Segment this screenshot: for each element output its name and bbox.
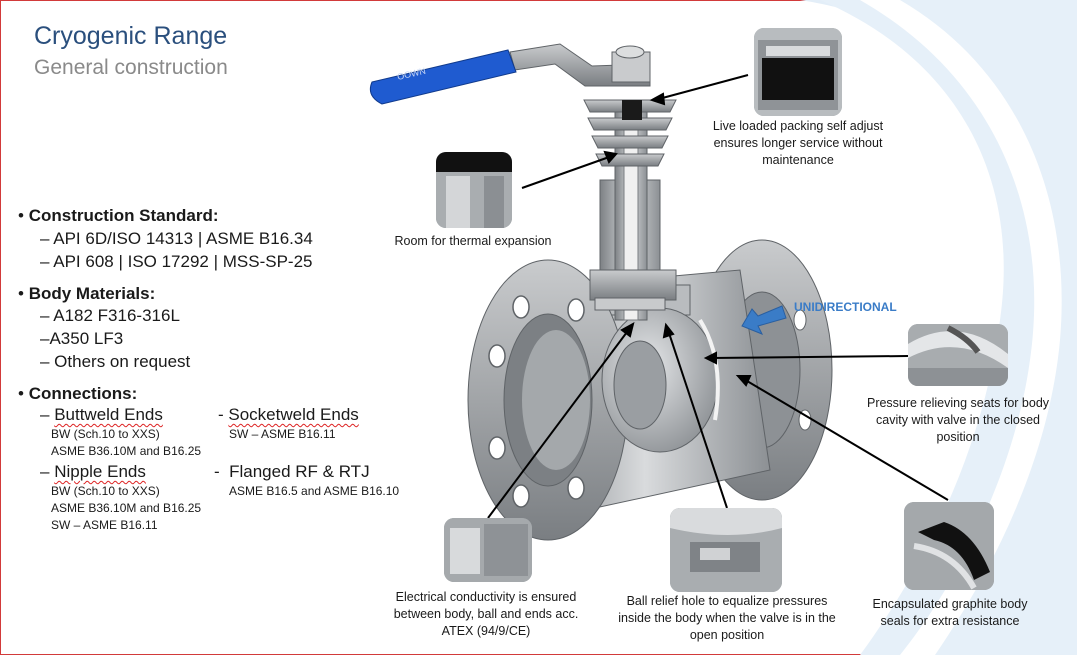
materials-item: – A182 F316-316L [40, 306, 180, 325]
materials-heading: • Body Materials: [18, 284, 156, 303]
electrical-conductivity-detail-image [444, 518, 532, 582]
page-subtitle: General construction [34, 56, 228, 79]
socketweld-label: - Socketweld Ends [218, 405, 359, 424]
construction-heading: • Construction Standard: [18, 206, 219, 225]
flanged-label: - Flanged RF & RTJ [214, 462, 370, 481]
construction-item: – API 6D/ISO 14313 | ASME B16.34 [40, 229, 313, 248]
thermal-caption: Room for thermal expansion [394, 234, 552, 248]
connections-heading: • Connections: [18, 384, 138, 403]
nipple-line: ASME B36.10M and B16.25 [51, 501, 202, 515]
flow-direction-arrow [741, 305, 787, 335]
materials-item: – Others on request [40, 352, 191, 371]
graphite-caption: Encapsulated graphite body seals for ext… [872, 597, 1028, 628]
pressure-seat-detail-image [908, 324, 1008, 386]
packing-caption: Live loaded packing self adjust ensures … [712, 119, 884, 167]
nipple-line: BW (Sch.10 to XXS) [51, 484, 160, 498]
direction-label: UNIDIRECTIONAL [794, 300, 897, 314]
construction-item: – API 608 | ISO 17292 | MSS-SP-25 [40, 252, 313, 271]
ball-relief-caption: Ball relief hole to equalize pressures i… [618, 594, 836, 642]
nipple-line: SW – ASME B16.11 [51, 518, 158, 532]
graphite-seal-detail-image [904, 502, 994, 590]
electrical-caption: Electrical conductivity is ensured betwe… [393, 590, 579, 638]
ball-relief-detail-image [670, 508, 782, 592]
materials-item: –A350 LF3 [40, 329, 124, 348]
thermal-expansion-detail-image [436, 152, 512, 228]
packing-detail-image [754, 28, 842, 116]
leader-lines [487, 74, 949, 519]
buttweld-line: BW (Sch.10 to XXS) [51, 427, 160, 441]
flanged-line: ASME B16.5 and ASME B16.10 [229, 484, 400, 498]
socketweld-line: SW – ASME B16.11 [229, 427, 336, 441]
buttweld-label: – Buttweld Ends [40, 405, 163, 424]
nipple-label: – Nipple Ends [40, 462, 146, 481]
buttweld-line: ASME B36.10M and B16.25 [51, 444, 202, 458]
pressure-caption: Pressure relieving seats for body cavity… [866, 396, 1050, 444]
page-title: Cryogenic Range [34, 22, 228, 50]
